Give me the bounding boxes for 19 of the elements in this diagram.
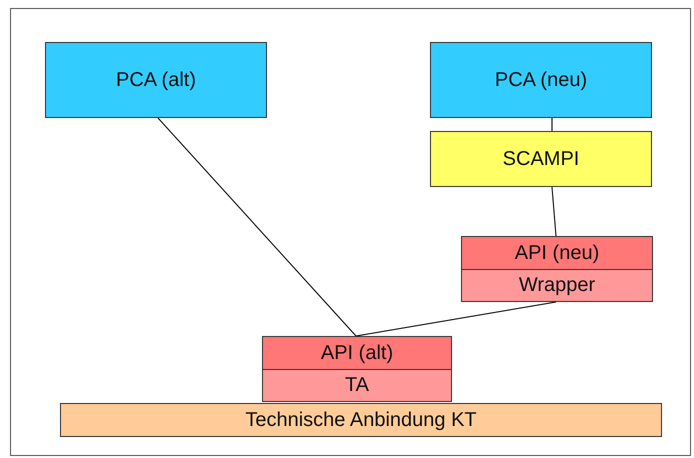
box-label: Technische Anbindung KT bbox=[245, 408, 477, 432]
box-label: TA bbox=[344, 374, 370, 397]
process-box bbox=[461, 269, 653, 302]
process-box bbox=[262, 336, 452, 370]
connector-line bbox=[552, 186, 556, 236]
box-label: PCA (neu) bbox=[494, 68, 588, 92]
box-label: PCA (alt) bbox=[116, 68, 196, 92]
process-box bbox=[45, 42, 267, 118]
process-box bbox=[430, 131, 652, 187]
connector-line bbox=[356, 302, 556, 336]
process-box bbox=[430, 42, 652, 118]
connector-line bbox=[158, 118, 356, 336]
process-box bbox=[262, 369, 452, 402]
box-label: API (neu) bbox=[514, 242, 600, 264]
box-label: Wrapper bbox=[518, 274, 596, 297]
process-box bbox=[60, 403, 662, 437]
box-label: API (alt) bbox=[320, 342, 394, 364]
process-box bbox=[461, 236, 653, 270]
box-label: SCAMPI bbox=[502, 148, 580, 170]
